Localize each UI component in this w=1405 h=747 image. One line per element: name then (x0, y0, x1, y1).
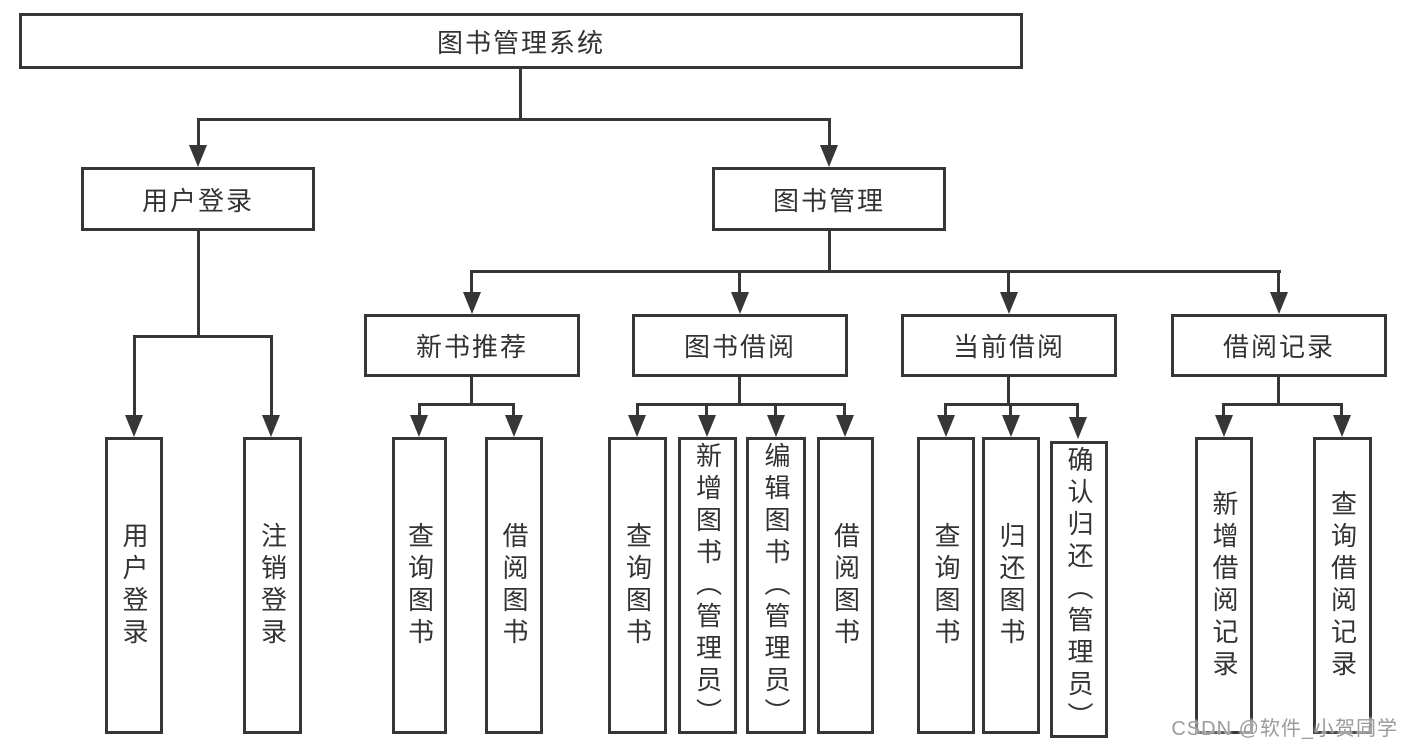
arrowhead-down-icon (731, 292, 749, 314)
node-book-management: 图书管理 (712, 167, 946, 231)
connector-line (471, 270, 1281, 273)
arrowhead-down-icon (628, 415, 646, 437)
leaf-label: 新增图书（管理员） (692, 441, 723, 730)
node-label: 图书借阅 (683, 332, 796, 362)
connector-line (197, 118, 831, 121)
connector-line (774, 403, 777, 419)
connector-line (843, 403, 846, 419)
connector-line (1222, 403, 1225, 419)
connector-line (636, 403, 846, 406)
leaf-label: 新增借阅记录 (1209, 489, 1239, 682)
connector-line (512, 403, 515, 419)
connector-line (945, 403, 1079, 406)
connector-line (738, 270, 741, 294)
connector-line (418, 403, 515, 406)
arrowhead-down-icon (836, 415, 854, 437)
arrowhead-down-icon (698, 415, 716, 437)
arrowhead-down-icon (505, 415, 523, 437)
node-book-management-system: 图书管理系统 (19, 13, 1023, 69)
leaf-query-borrow-record: 查询借阅记录 (1313, 437, 1372, 734)
leaf-label: 注销登录 (257, 521, 288, 650)
arrowhead-down-icon (1270, 292, 1288, 314)
leaf-add-borrow-record: 新增借阅记录 (1195, 437, 1253, 734)
connector-line (738, 377, 741, 406)
connector-line (270, 335, 273, 417)
leaf-return-books: 归还图书 (982, 437, 1040, 734)
connector-line (1340, 403, 1343, 419)
arrowhead-down-icon (1333, 415, 1351, 437)
connector-line (1007, 377, 1010, 406)
csdn-watermark: CSDN @软件_小贺同学 (1171, 718, 1398, 740)
leaf-query-books: 查询图书 (917, 437, 975, 734)
leaf-query-books: 查询图书 (392, 437, 447, 734)
leaf-query-books: 查询图书 (608, 437, 667, 734)
arrowhead-down-icon (1000, 292, 1018, 314)
leaf-label: 借阅图书 (830, 521, 861, 650)
node-user-login: 用户登录 (81, 167, 315, 231)
leaf-confirm-return-admin: 确认归还（管理员） (1050, 441, 1108, 738)
connector-line (828, 231, 831, 273)
connector-line (197, 118, 200, 147)
leaf-user-login: 用户登录 (105, 437, 163, 734)
connector-line (1009, 403, 1012, 419)
leaf-add-book-admin: 新增图书（管理员） (678, 437, 737, 734)
leaf-label: 查询图书 (622, 521, 653, 650)
connector-line (705, 403, 708, 419)
arrowhead-down-icon (767, 415, 785, 437)
arrowhead-down-icon (1002, 415, 1020, 437)
connector-line (1223, 403, 1343, 406)
arrowhead-down-icon (262, 415, 280, 437)
node-label: 借阅记录 (1222, 332, 1335, 362)
leaf-borrow-books: 借阅图书 (817, 437, 874, 734)
node-book-borrowing: 图书借阅 (632, 314, 848, 377)
connector-line (197, 231, 200, 338)
leaf-label: 编辑图书（管理员） (761, 441, 791, 730)
connector-line (418, 403, 421, 419)
arrowhead-down-icon (189, 145, 207, 167)
connector-line (828, 118, 831, 147)
node-label: 当前借阅 (952, 332, 1065, 362)
arrowhead-down-icon (937, 415, 955, 437)
leaf-logout: 注销登录 (243, 437, 302, 734)
leaf-label: 查询图书 (931, 521, 961, 650)
connector-line (133, 335, 136, 417)
connector-line (636, 403, 639, 419)
connector-line (1076, 403, 1079, 419)
leaf-edit-book-admin: 编辑图书（管理员） (746, 437, 806, 734)
node-borrowing-records: 借阅记录 (1171, 314, 1387, 377)
node-label: 用户登录 (141, 185, 254, 216)
connector-line (1277, 270, 1280, 294)
arrowhead-down-icon (1215, 415, 1233, 437)
arrowhead-down-icon (410, 415, 428, 437)
leaf-label: 归还图书 (996, 521, 1026, 650)
arrowhead-down-icon (463, 292, 481, 314)
node-label: 新书推荐 (415, 332, 528, 362)
node-new-book-recommendation: 新书推荐 (364, 314, 580, 377)
leaf-label: 用户登录 (119, 521, 149, 650)
node-current-borrowing: 当前借阅 (901, 314, 1117, 377)
leaf-label: 查询图书 (404, 521, 435, 650)
arrowhead-down-icon (820, 145, 838, 167)
connector-line (470, 270, 473, 294)
connector-line (1007, 270, 1010, 294)
leaf-label: 借阅图书 (499, 521, 529, 650)
leaf-label: 查询借阅记录 (1327, 489, 1358, 682)
arrowhead-down-icon (1069, 417, 1087, 439)
leaf-label: 确认归还（管理员） (1064, 445, 1094, 734)
arrowhead-down-icon (125, 415, 143, 437)
node-label: 图书管理系统 (436, 27, 605, 58)
node-label: 图书管理 (772, 185, 885, 216)
connector-line (1277, 377, 1280, 406)
connector-line (133, 335, 273, 338)
connector-line (470, 377, 473, 406)
leaf-borrow-books: 借阅图书 (485, 437, 543, 734)
connector-line (519, 69, 522, 121)
connector-line (944, 403, 947, 419)
